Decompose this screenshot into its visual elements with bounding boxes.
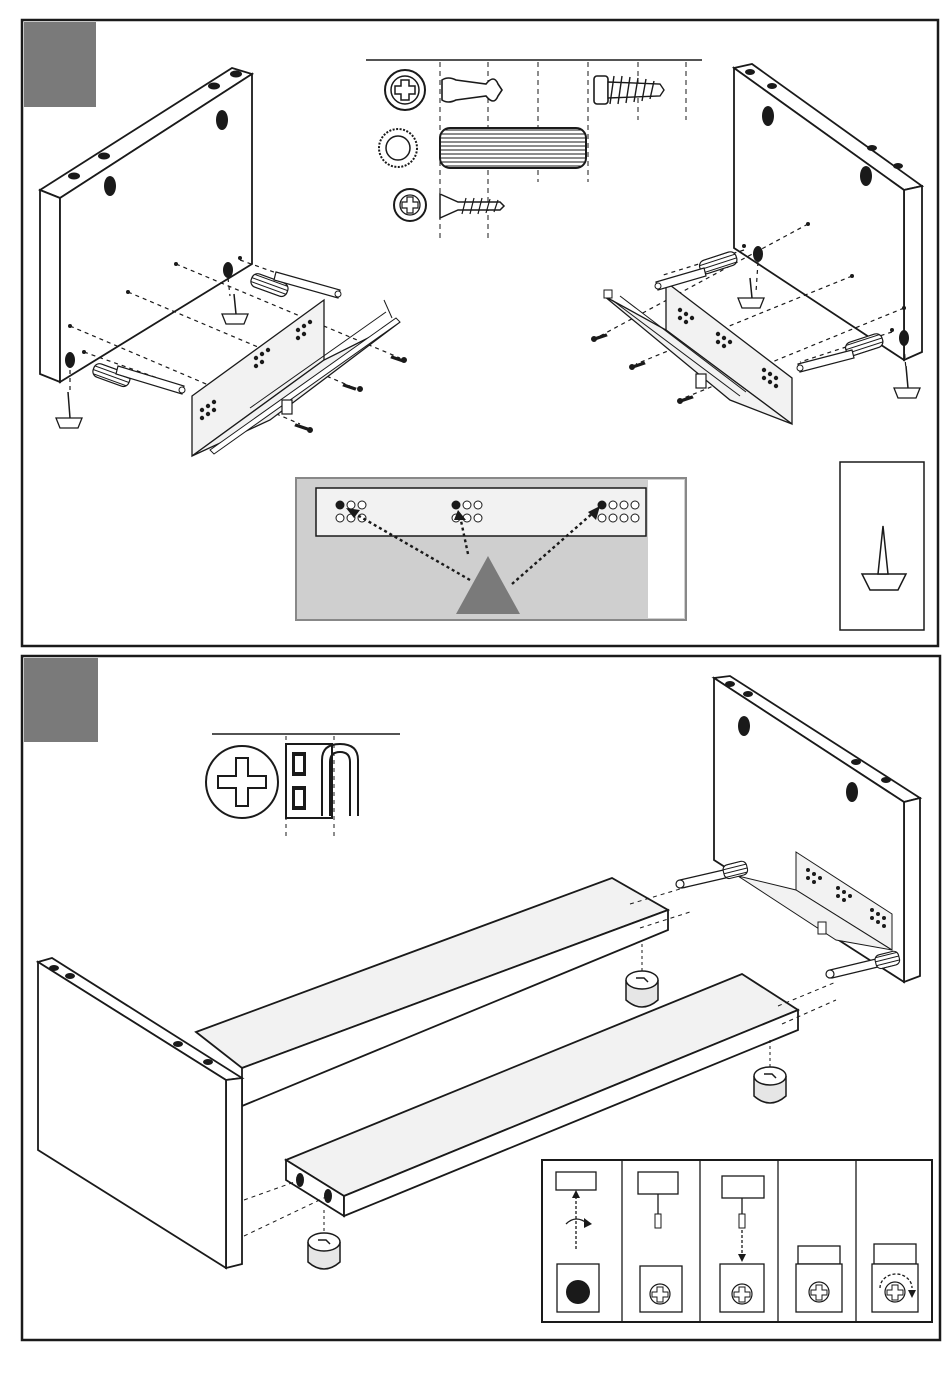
step-1-panel xyxy=(22,20,938,646)
step-2-panel xyxy=(22,656,940,1340)
cam-lock-icon xyxy=(286,744,358,818)
drawer-runner-icon xyxy=(604,282,792,424)
hardware-legend xyxy=(366,60,702,238)
cam-bolt-icon xyxy=(385,70,664,110)
cam-lock-sequence xyxy=(542,1160,932,1322)
left-side-panel xyxy=(38,958,242,1268)
cam-sequence-step-4 xyxy=(796,1246,842,1312)
cam-sequence-step-5 xyxy=(872,1244,918,1312)
wooden-dowel-icon xyxy=(379,128,586,168)
runner-position-inset xyxy=(296,478,686,620)
foot-glide-detail xyxy=(840,462,924,630)
drawer-runner-icon xyxy=(192,300,400,456)
step-number-badge xyxy=(24,658,98,742)
step-number-badge xyxy=(24,22,96,107)
right-side-panel xyxy=(714,676,920,982)
tool-legend xyxy=(206,734,400,838)
phillips-screwdriver-icon xyxy=(206,746,278,818)
